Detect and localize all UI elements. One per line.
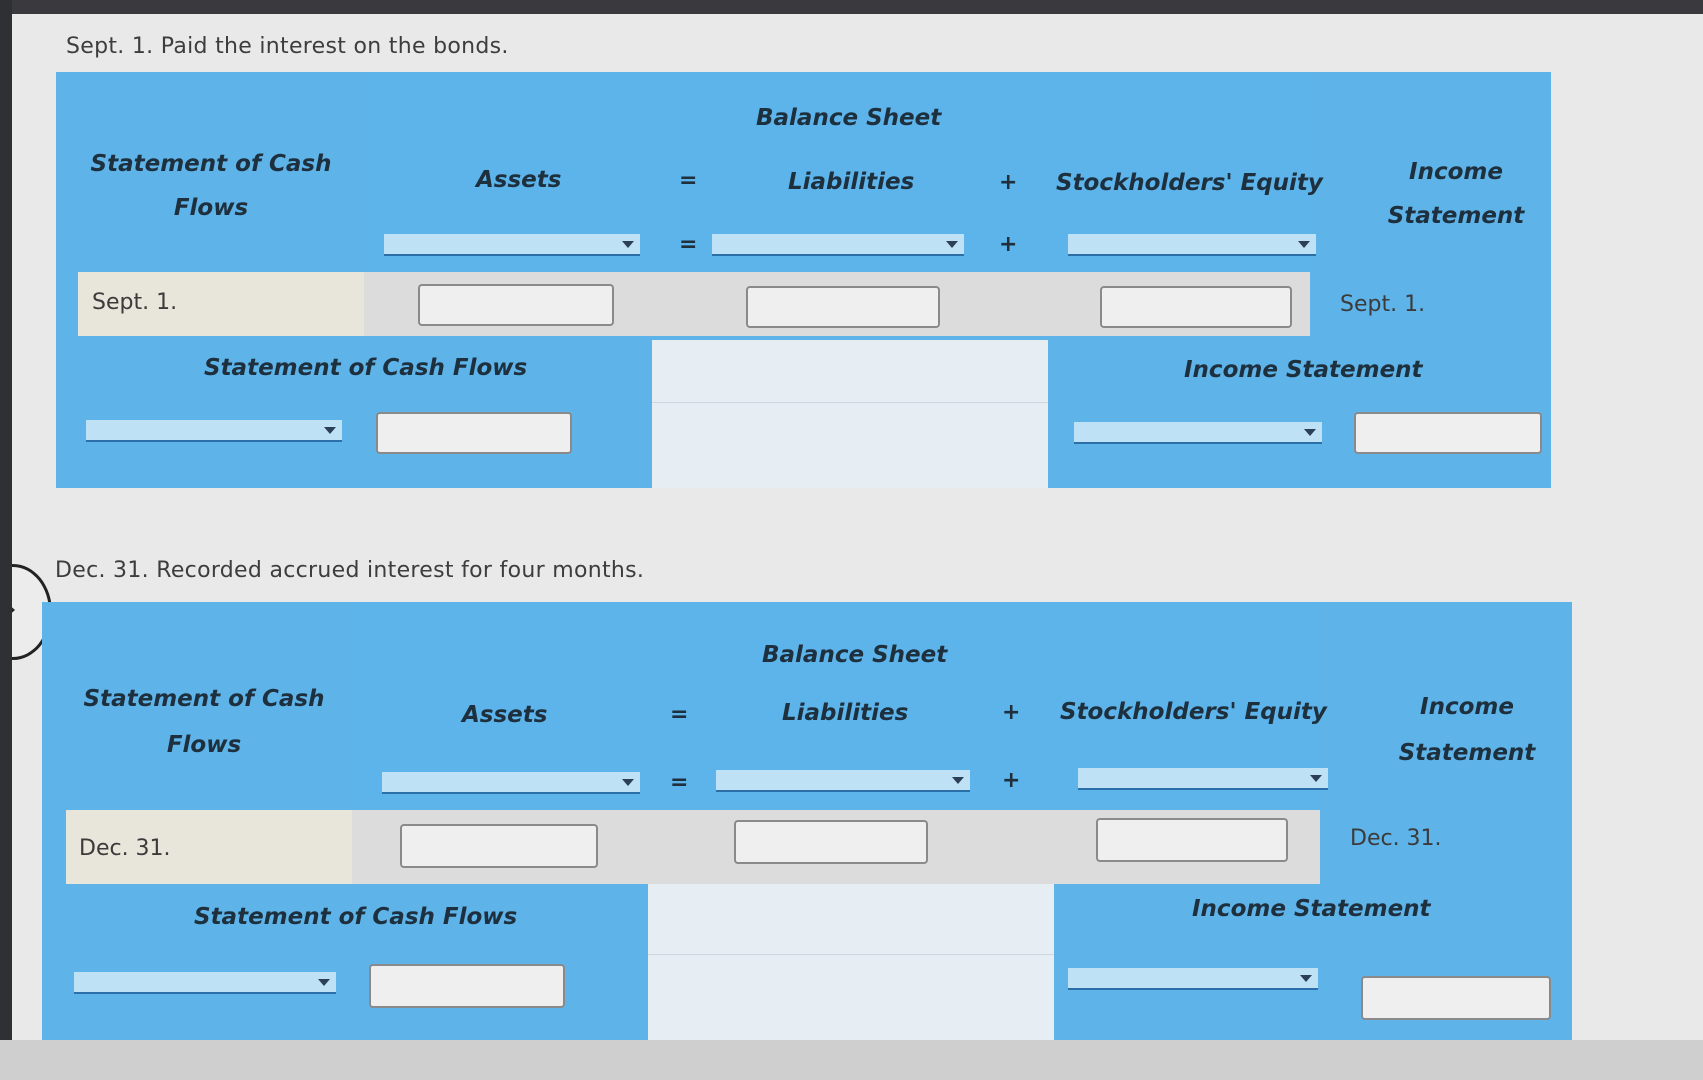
assets-select[interactable] [384,234,640,256]
blank-area [648,884,1054,1042]
income-amount-input[interactable] [1361,976,1551,1020]
income-statement-heading: Income Statement [1387,159,1525,229]
chevron-down-icon [622,241,634,248]
plus-sign: + [999,232,1018,257]
liabilities-select[interactable] [716,770,970,792]
equals-sign: = [670,702,689,727]
scf-activity-select[interactable] [86,420,342,442]
bottom-strip [0,1040,1703,1080]
scf-amount-input[interactable] [376,412,572,454]
equity-amount-input[interactable] [1100,286,1292,328]
assets-amount-input[interactable] [418,284,614,326]
equity-select[interactable] [1078,768,1328,790]
equals-sign: = [679,168,698,193]
income-subheading: Income Statement [1184,357,1423,383]
row-label-cell [66,810,352,884]
scf-heading: Statement of Cash Flows [83,686,325,758]
assets-amount-input[interactable] [400,824,598,868]
plus-sign: + [999,170,1018,195]
scf-subheading: Statement of Cash Flows [194,904,518,930]
equals-sign: = [670,770,689,795]
liabilities-amount-input[interactable] [746,286,940,328]
chevron-down-icon [1304,429,1316,436]
transaction-instruction: Sept. 1. Paid the interest on the bonds. [66,34,509,59]
divider [652,402,1048,403]
income-item-select[interactable] [1068,968,1318,990]
assets-heading: Assets [476,167,562,193]
chevron-down-icon [622,779,634,786]
plus-sign: + [1002,768,1021,793]
scf-activity-select[interactable] [74,972,336,994]
income-date-label: Dec. 31. [1350,826,1442,851]
chevron-down-icon [318,979,330,986]
income-date-label: Sept. 1. [1340,292,1426,317]
divider [648,954,1054,955]
liabilities-heading: Liabilities [788,169,915,195]
chevron-down-icon [1300,975,1312,982]
left-edge [0,0,12,1080]
chevron-down-icon [946,241,958,248]
income-amount-input[interactable] [1354,412,1542,454]
transaction-table: Balance Sheet Statement of Cash Flows As… [56,72,1551,488]
top-bar [0,0,1703,14]
balance-sheet-heading: Balance Sheet [762,642,948,668]
equity-heading: Stockholders' Equity [1056,170,1323,196]
assets-heading: Assets [462,702,548,728]
liabilities-amount-input[interactable] [734,820,928,864]
income-subheading: Income Statement [1192,896,1431,922]
plus-sign: + [1002,700,1021,725]
chevron-down-icon [324,427,336,434]
scf-subheading: Statement of Cash Flows [204,355,528,381]
liabilities-heading: Liabilities [782,700,909,726]
blank-area [652,340,1048,488]
income-statement-heading: Income Statement [1398,694,1536,766]
chevron-down-icon [1298,241,1310,248]
liabilities-select[interactable] [712,234,964,256]
transaction-table: Balance Sheet Statement of Cash Flows As… [42,602,1572,1042]
income-item-select[interactable] [1074,422,1322,444]
scf-amount-input[interactable] [369,964,565,1008]
equity-heading: Stockholders' Equity [1060,699,1327,725]
row-date-label: Sept. 1. [92,290,178,315]
equity-amount-input[interactable] [1096,818,1288,862]
transaction-instruction: Dec. 31. Recorded accrued interest for f… [55,558,645,583]
equity-select[interactable] [1068,234,1316,256]
page: Sept. 1. Paid the interest on the bonds.… [0,14,1703,1054]
chevron-down-icon [952,777,964,784]
scf-heading: Statement of Cash Flows [90,151,332,221]
equals-sign: = [679,232,698,257]
assets-select[interactable] [382,772,640,794]
chevron-down-icon [1310,775,1322,782]
row-label-cell [78,272,364,336]
row-date-label: Dec. 31. [79,836,171,861]
balance-sheet-heading: Balance Sheet [756,105,942,131]
